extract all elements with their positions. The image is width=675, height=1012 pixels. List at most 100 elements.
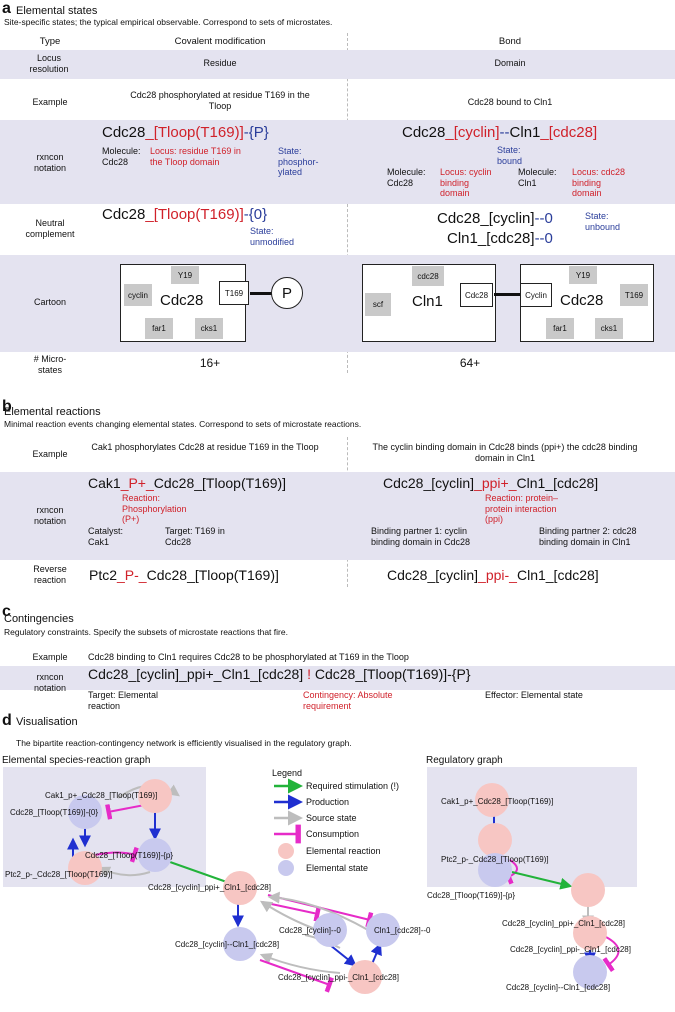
contingency-type-note: Contingency: Absolute requirement xyxy=(303,690,393,711)
reaction-phospho-p2: _P+_ xyxy=(120,475,154,491)
reverse-ppi-p3: Cln1_[cdc28] xyxy=(516,567,599,583)
rxncon-covalent-state: Cdc28_[Tloop(T169)]-{P} xyxy=(102,124,269,141)
neutral-bond-l1b: --0 xyxy=(534,210,553,227)
reaction-ppi-p1: Cdc28_[cyclin] xyxy=(383,475,475,491)
contingency-effector: Cdc28_[Tloop(T169)]-{P} xyxy=(310,666,471,682)
b-example-covalent: Cak1 phosphorylates Cdc28 at residue T16… xyxy=(91,442,319,452)
microstates-covalent: 16+ xyxy=(199,356,221,370)
cartoon-label: Cartoon xyxy=(33,297,67,307)
panel-d-subtitle: The bipartite reaction-contingency netwo… xyxy=(16,738,352,748)
bond-line xyxy=(494,293,520,296)
rxncon-label-a: rxncon notation xyxy=(33,152,67,173)
y19-domain: Y19 xyxy=(171,266,199,284)
legend-state-label: Elemental state xyxy=(306,863,368,873)
right-label-ppi-plus: Cdc28_[cyclin]_ppi+_Cln1_[cdc28] xyxy=(502,919,625,928)
locus-domain: Domain xyxy=(494,58,526,68)
neutral-covalent-p1: Cdc28 xyxy=(102,206,146,223)
legend-production-label: Production xyxy=(306,797,349,807)
legend-state-swatch xyxy=(278,860,294,876)
legend-consumption-label: Consumption xyxy=(306,829,359,839)
panel-b-subtitle: Minimal reaction events changing element… xyxy=(4,419,362,429)
rxncon-band-a xyxy=(0,120,675,204)
header-type: Type xyxy=(39,36,61,47)
right-node-cak1-reaction xyxy=(475,783,509,817)
left-graph-title: Elemental species-reaction graph xyxy=(2,755,151,766)
locus-label: Locus resolution xyxy=(29,53,69,74)
rxncon-bond-p1: Cdc28 xyxy=(402,124,446,141)
left-node-ppi-minus-reaction xyxy=(348,960,382,994)
neutral-covalent-p3: -{0} xyxy=(243,206,268,223)
rxncon-bond-p5: _[cdc28] xyxy=(540,124,598,141)
right-graph-title: Regulatory graph xyxy=(426,755,503,766)
microstates-label: # Micro- states xyxy=(33,354,67,375)
far1-domain: far1 xyxy=(145,318,173,339)
left-node-phospho-state xyxy=(138,838,172,872)
right-node-ptc2-reaction xyxy=(478,823,512,857)
contingency-statement: Cdc28_[cyclin]_ppi+_Cln1_[cdc28] ! Cdc28… xyxy=(88,666,471,682)
cdc28-cartoon-label: Cdc28 xyxy=(160,292,204,309)
reaction-phospho-p1: Cak1 xyxy=(88,475,121,491)
cks1-domain: cks1 xyxy=(195,318,223,339)
left-node-bound-state xyxy=(223,927,257,961)
legend-required-label: Required stimulation (!) xyxy=(306,781,399,791)
neutral-covalent-p2: _[Tloop(T169)] xyxy=(145,206,244,223)
reaction-ppi-p2: _ppi+_ xyxy=(474,475,517,491)
reverse-ppi-p2: _ppi-_ xyxy=(478,567,517,583)
contingency-effector-note: Effector: Elemental state xyxy=(485,690,583,700)
left-node-ptc2-reaction xyxy=(68,851,102,885)
locus-residue: Residue xyxy=(203,58,237,68)
b-example-label: Example xyxy=(32,449,68,459)
right-graph-background xyxy=(427,767,637,887)
covalent-state-note: State: phosphor- ylated xyxy=(278,146,319,177)
panel-d-letter: d xyxy=(2,712,12,729)
binding-partner-2-note: Binding partner 2: cdc28 binding domain … xyxy=(539,526,637,547)
left-node-cdc28-free-state xyxy=(313,913,347,947)
phosphate-circle: P xyxy=(271,277,303,309)
rxncon-band-c xyxy=(0,666,675,690)
cks1-domain-right: cks1 xyxy=(595,318,623,339)
covalent-molecule-note: Molecule: Cdc28 xyxy=(102,146,141,167)
legend: Legend Required stimulation (!) Producti… xyxy=(272,768,399,876)
cdc28-binding-site: cdc28 xyxy=(412,266,444,286)
reaction-target-note: Target: T169 in Cdc28 xyxy=(165,526,225,547)
neutral-covalent-state-note: State: unmodified xyxy=(250,226,295,247)
left-node-unmodified-state xyxy=(68,795,102,829)
locus-band xyxy=(0,50,675,79)
left-label-ptc2: Ptc2_p-_Cdc28_[Tloop(T169)] xyxy=(5,870,113,879)
c-example-text: Cdc28 binding to Cln1 requires Cdc28 to … xyxy=(88,652,409,662)
legend-reaction-label: Elemental reaction xyxy=(306,846,381,856)
reverse-ppi-p1: Cdc28_[cyclin] xyxy=(387,567,479,583)
bond-molecule2-note: Molecule: Cln1 xyxy=(518,167,557,188)
reaction-catalyst-note: Catalyst: Cak1 xyxy=(88,526,124,547)
example-covalent: Cdc28 phosphorylated at residue T169 in … xyxy=(130,90,310,111)
cdc28-box-in-cln1: Cdc28 xyxy=(460,283,493,307)
bond-molecule1-note: Molecule: Cdc28 xyxy=(387,167,426,188)
phospho-bond-line xyxy=(250,292,272,295)
right-label-cak1: Cak1_p+_Cdc28_[Tloop(T169)] xyxy=(441,797,553,806)
rxncon-bond-p3: -- xyxy=(499,124,510,141)
right-node-phospho-state xyxy=(478,853,512,887)
rxncon-covalent-mol: Cdc28 xyxy=(102,124,146,141)
example-label: Example xyxy=(32,97,68,107)
c-rxncon-label: rxncon notation xyxy=(33,672,67,693)
reverse-phospho-p3: Cdc28_[Tloop(T169)] xyxy=(146,567,279,583)
right-label-ppi-minus: Cdc28_[cyclin]_ppi-_Cln1_[cdc28] xyxy=(510,945,631,954)
reaction-ppi-p3: Cln1_[cdc28] xyxy=(516,475,599,491)
left-label-bound: Cdc28_[cyclin]--Cln1_[cdc28] xyxy=(175,940,279,949)
neutral-label: Neutral complement xyxy=(25,218,75,239)
right-node-ppi-minus-reaction xyxy=(573,916,607,950)
reverse-ppi: Cdc28_[cyclin]_ppi-_Cln1_[cdc28] xyxy=(387,567,599,583)
left-node-ppi-plus-reaction xyxy=(223,871,257,905)
bond-locus1-note: Locus: cyclin binding domain xyxy=(440,167,492,198)
rxncon-covalent-suffix: -{P} xyxy=(243,124,269,141)
legend-source-label: Source state xyxy=(306,813,357,823)
b-rxncon-label: rxncon notation xyxy=(33,505,67,526)
contingency-symbol: ! xyxy=(307,666,311,682)
panel-d-title: Visualisation xyxy=(16,716,78,728)
bond-state-note: State: bound xyxy=(497,145,523,166)
neutral-bond-l2a: Cln1_[cdc28] xyxy=(447,230,535,247)
panel-c-subtitle: Regulatory constraints. Specify the subs… xyxy=(4,627,288,637)
y19-domain-right: Y19 xyxy=(569,266,597,284)
binding-partner-1-note: Binding partner 1: cyclin binding domain… xyxy=(371,526,471,547)
reverse-phospho-p1: Ptc2 xyxy=(89,567,118,583)
